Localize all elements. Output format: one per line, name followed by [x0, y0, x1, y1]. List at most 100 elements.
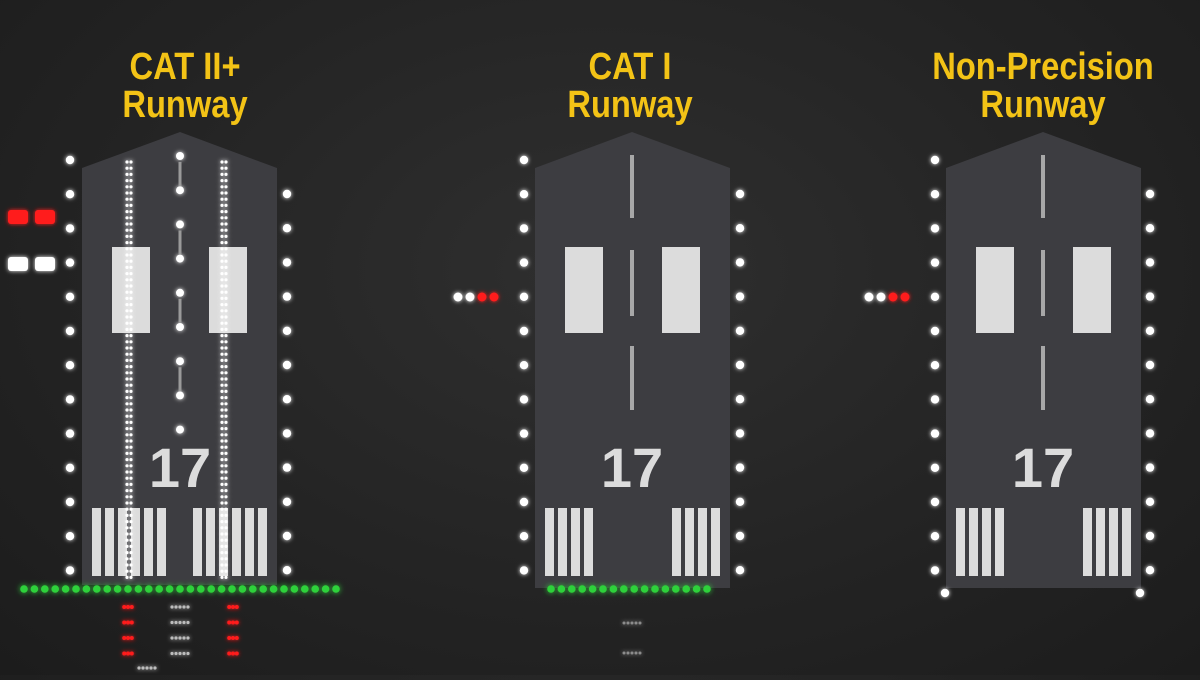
- touchdown-zone-light: [220, 451, 224, 455]
- threshold-corner-light: [1135, 588, 1145, 598]
- runway-2: 17: [453, 132, 745, 655]
- touchdown-zone-light: [125, 408, 129, 412]
- touchdown-zone-light: [224, 253, 228, 257]
- touchdown-zone-light: [224, 414, 228, 418]
- touchdown-zone-light: [125, 340, 129, 344]
- touchdown-zone-light: [125, 371, 129, 375]
- threshold-light: [620, 585, 628, 593]
- touchdown-zone-light: [224, 557, 228, 561]
- threshold-light: [197, 585, 205, 593]
- touchdown-zone-light: [224, 495, 228, 499]
- touchdown-zone-light: [129, 222, 133, 226]
- approach-light-red: [122, 605, 127, 609]
- touchdown-zone-light: [224, 563, 228, 567]
- touchdown-zone-light: [224, 569, 228, 573]
- touchdown-zone-light: [129, 458, 133, 462]
- touchdown-zone-light: [125, 296, 129, 300]
- approach-light-red: [126, 651, 130, 656]
- touchdown-zone-light: [220, 327, 224, 331]
- runway-3: 17: [864, 132, 1155, 598]
- touchdown-zone-light: [224, 532, 228, 536]
- threshold-stripe: [1096, 508, 1105, 576]
- touchdown-zone-light: [220, 290, 224, 294]
- touchdown-zone-light: [125, 414, 129, 418]
- threshold-light: [93, 585, 101, 593]
- threshold-stripe: [584, 508, 593, 576]
- touchdown-zone-light: [129, 563, 133, 567]
- centerline-light: [176, 152, 184, 160]
- touchdown-zone-light: [125, 358, 129, 362]
- touchdown-zone-light: [129, 278, 133, 282]
- threshold-stripe: [206, 508, 215, 576]
- touchdown-zone-light: [220, 476, 224, 480]
- touchdown-zone-light: [129, 445, 133, 449]
- approach-light-red: [129, 636, 134, 640]
- touchdown-zone-light: [129, 557, 133, 561]
- touchdown-zone-light: [220, 439, 224, 443]
- edge-light-right: [1145, 326, 1155, 335]
- edge-light-right: [282, 531, 292, 541]
- touchdown-zone-light: [220, 241, 224, 245]
- touchdown-zone-light: [220, 365, 224, 369]
- edge-light-right: [1145, 189, 1155, 199]
- touchdown-zone-light: [224, 377, 228, 381]
- edge-light-left: [65, 326, 75, 336]
- approach-light-red: [126, 636, 130, 640]
- touchdown-zone-light: [125, 352, 129, 356]
- touchdown-zone-light: [129, 241, 133, 245]
- touchdown-zone-light: [220, 507, 224, 511]
- glide-path-light-white: [35, 257, 55, 271]
- touchdown-zone-light: [220, 371, 224, 375]
- touchdown-zone-light: [125, 365, 129, 369]
- touchdown-zone-light: [125, 179, 129, 183]
- approach-light-white: [170, 636, 174, 640]
- touchdown-zone-light: [224, 334, 228, 338]
- touchdown-zone-light: [129, 296, 133, 300]
- edge-light-right: [735, 326, 745, 335]
- touchdown-zone-light: [129, 179, 133, 183]
- threshold-light: [176, 585, 184, 593]
- touchdown-zone-light: [125, 513, 129, 518]
- touchdown-zone-light: [125, 420, 129, 424]
- touchdown-zone-light: [129, 513, 133, 518]
- approach-light-white: [622, 651, 626, 655]
- approach-light-white: [182, 605, 186, 609]
- edge-light-left: [519, 566, 529, 575]
- touchdown-zone-light: [125, 228, 129, 232]
- approach-light-white: [630, 621, 634, 625]
- edge-light-right: [735, 292, 745, 301]
- approach-light-red: [129, 651, 134, 656]
- touchdown-zone-light: [129, 551, 133, 555]
- touchdown-zone-light: [224, 470, 228, 474]
- touchdown-zone-light: [129, 427, 133, 431]
- threshold-stripe: [698, 508, 707, 576]
- touchdown-zone-light: [125, 569, 129, 573]
- threshold-light: [238, 585, 247, 593]
- touchdown-zone-light: [129, 191, 133, 195]
- touchdown-marking-left: [976, 247, 1014, 333]
- edge-light-right: [735, 224, 745, 233]
- approach-light-red: [126, 620, 130, 625]
- threshold-stripe: [1083, 508, 1092, 576]
- approach-light-white: [141, 666, 145, 670]
- touchdown-zone-light: [129, 197, 133, 201]
- threshold-stripe: [118, 508, 127, 576]
- threshold-light: [547, 585, 555, 593]
- centerline-light: [176, 323, 184, 331]
- edge-light-left: [65, 190, 75, 199]
- runway-title-cat1-line1: CAT I: [588, 46, 672, 88]
- edge-light-left: [930, 532, 940, 541]
- threshold-stripe: [193, 508, 202, 576]
- touchdown-zone-light: [224, 402, 228, 406]
- touchdown-zone-light: [220, 470, 224, 474]
- touchdown-zone-light: [129, 346, 133, 350]
- edge-light-right: [735, 189, 745, 199]
- edge-light-right: [1145, 497, 1155, 506]
- touchdown-zone-light: [224, 265, 228, 269]
- threshold-light: [134, 585, 143, 593]
- edge-light-left: [930, 497, 940, 507]
- edge-light-right: [282, 326, 292, 335]
- edge-light-left: [65, 292, 75, 301]
- touchdown-zone-light: [224, 210, 228, 214]
- threshold-light: [557, 585, 566, 593]
